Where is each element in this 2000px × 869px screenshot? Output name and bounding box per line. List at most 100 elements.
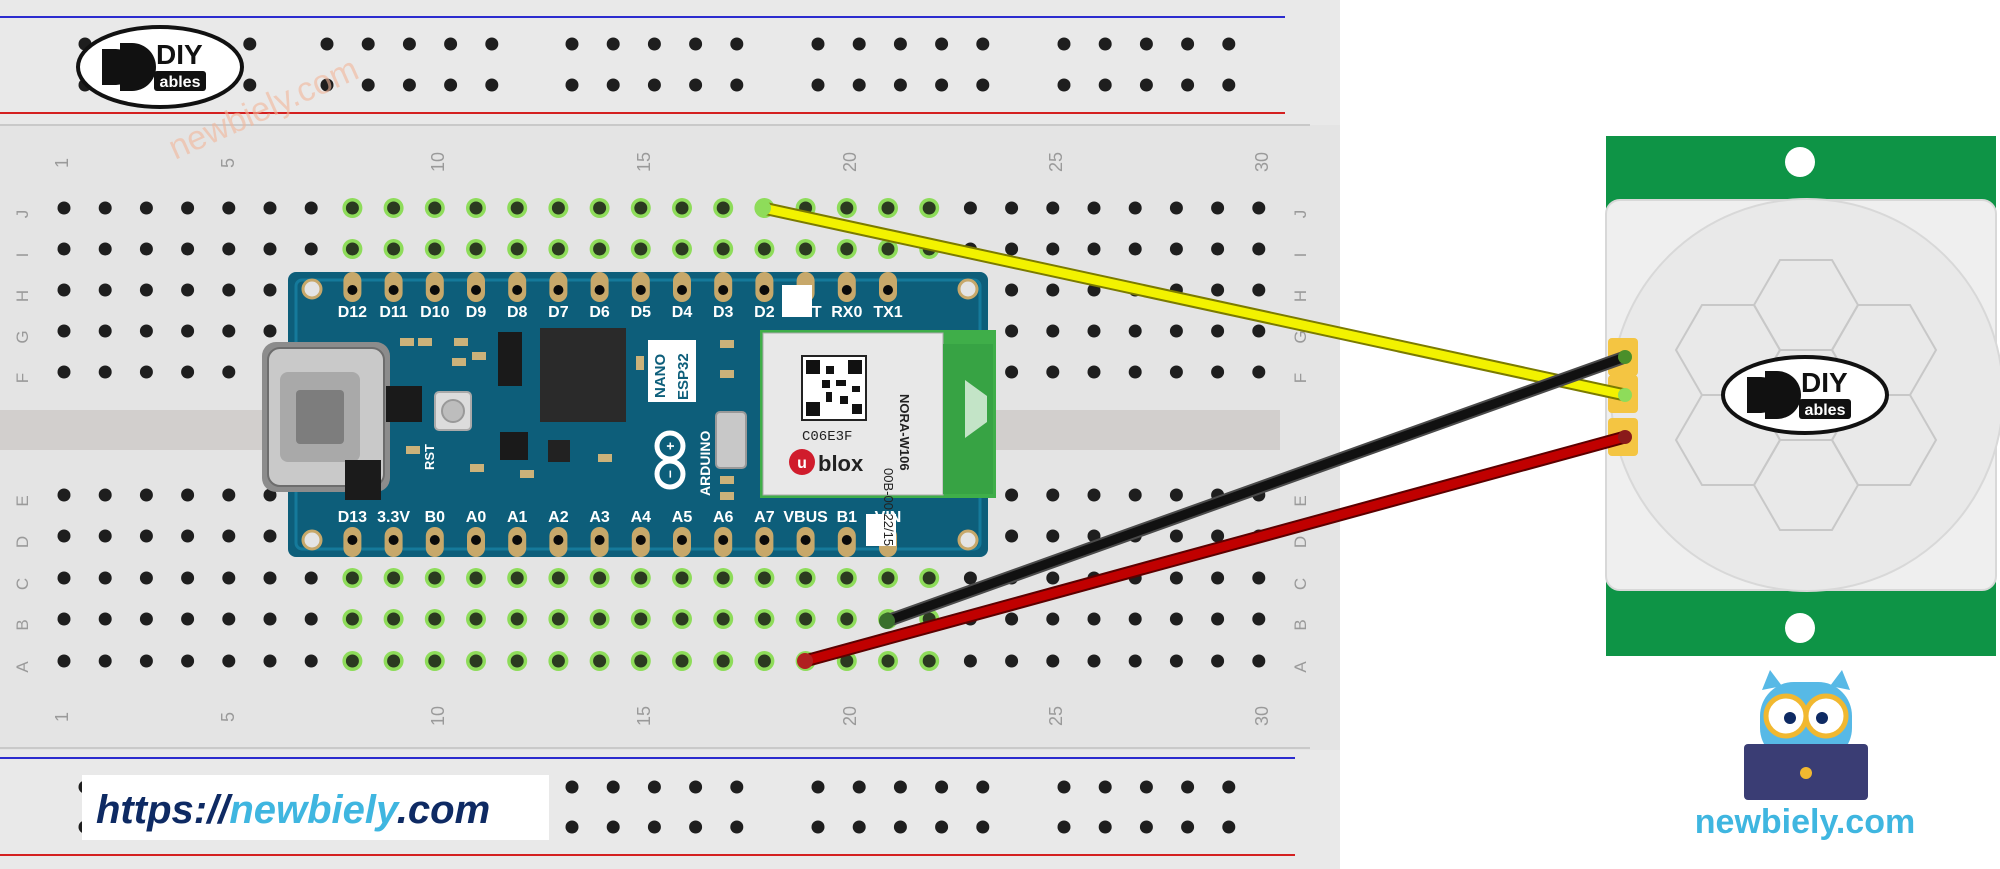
column-number: 30	[1252, 152, 1272, 172]
row-letter: B	[13, 619, 32, 630]
breadboard-hole	[922, 654, 936, 668]
arduino-label: ARDUINO	[697, 431, 713, 496]
pin-label: D13	[338, 509, 367, 526]
breadboard-hole	[263, 324, 277, 338]
breadboard-hole	[1128, 201, 1142, 215]
rail-hole	[320, 37, 334, 51]
rail-hole	[361, 78, 375, 92]
breadboard-hole	[1046, 529, 1060, 543]
breadboard-hole	[963, 201, 977, 215]
breadboard-hole	[1211, 571, 1225, 585]
pin-label: D10	[420, 304, 449, 321]
breadboard-hole	[139, 612, 153, 626]
pin-hole	[594, 535, 605, 545]
rail-hole	[1057, 78, 1071, 92]
breadboard-hole	[263, 283, 277, 297]
breadboard-hole	[139, 654, 153, 668]
pin-hole	[347, 535, 358, 545]
rail-hole	[1222, 780, 1236, 794]
rail-hole	[647, 780, 661, 794]
row-letter: G	[1291, 330, 1310, 343]
breadboard-hole	[840, 242, 854, 256]
module-line: 00B-00 22/15	[881, 468, 896, 546]
pin-label: A3	[589, 509, 610, 526]
breadboard-hole	[222, 324, 236, 338]
row-letter: D	[1291, 536, 1310, 548]
breadboard-hole	[263, 529, 277, 543]
breadboard-hole	[1252, 242, 1266, 256]
pin-hole	[429, 285, 440, 295]
signal-wire	[758, 203, 1630, 400]
breadboard-hole	[139, 571, 153, 585]
breadboard-hole	[757, 242, 771, 256]
breadboard-hole	[181, 201, 195, 215]
chip	[500, 432, 528, 460]
module-line: NORA-W106	[897, 394, 912, 471]
breadboard-hole	[345, 654, 359, 668]
breadboard-hole	[551, 654, 565, 668]
breadboard-hole	[1005, 612, 1019, 626]
row-letter: I	[1291, 253, 1310, 258]
rail-hole	[1139, 37, 1153, 51]
breadboard-hole	[1211, 612, 1225, 626]
lens-hex-pattern	[1674, 259, 1938, 531]
breadboard-hole	[1005, 529, 1019, 543]
pin-label: D12	[338, 304, 367, 321]
breadboard-hole	[387, 201, 401, 215]
breadboard-hole	[1005, 283, 1019, 297]
pin-label: B0	[425, 509, 446, 526]
row-letter: F	[13, 373, 32, 383]
pin-hole	[347, 285, 358, 295]
breadboard-hole	[222, 488, 236, 502]
logo-text: DIY	[156, 39, 203, 70]
breadboard-hole	[428, 242, 442, 256]
breadboard-hole	[387, 654, 401, 668]
breadboard-hole	[593, 612, 607, 626]
rail-hole	[811, 820, 825, 834]
rail-hole	[565, 780, 579, 794]
rail-hole	[1098, 820, 1112, 834]
rst-label: RST	[422, 444, 437, 470]
breadboard-hole	[1005, 201, 1019, 215]
arduino-nano-esp32: D12D11D10D9D8D7D6D5D4D3D2RSTRX0TX1 D133.…	[262, 272, 996, 557]
column-number: 10	[428, 706, 448, 726]
breadboard-hole	[593, 571, 607, 585]
pin-hole	[594, 285, 605, 295]
pin-label: D9	[466, 304, 487, 321]
breadboard-hole	[1169, 612, 1183, 626]
breadboard-hole	[1211, 324, 1225, 338]
breadboard-hole	[1252, 365, 1266, 379]
diyables-logo: DIY ables	[76, 25, 244, 109]
row-letter: F	[1291, 373, 1310, 383]
owl-mascot	[1744, 670, 1868, 800]
breadboard-hole	[757, 654, 771, 668]
pin-hole	[512, 285, 523, 295]
breadboard-hole	[428, 571, 442, 585]
rail-hole	[1057, 37, 1071, 51]
pin-label: A1	[507, 509, 528, 526]
breadboard-hole	[1211, 529, 1225, 543]
breadboard-hole	[469, 242, 483, 256]
ground-wire	[882, 352, 1630, 626]
rail-hole	[1181, 780, 1195, 794]
column-number: 25	[1046, 152, 1066, 172]
pin-label: A4	[631, 509, 652, 526]
row-letter: E	[13, 495, 32, 506]
breadboard-hole	[139, 242, 153, 256]
breadboard-hole	[1087, 242, 1101, 256]
breadboard-hole	[1252, 571, 1266, 585]
pin-label: VBUS	[783, 509, 828, 526]
breadboard-hole	[222, 612, 236, 626]
rail-hole	[647, 78, 661, 92]
breadboard-hole	[1169, 488, 1183, 502]
breadboard-hole	[1087, 654, 1101, 668]
breadboard-hole	[98, 365, 112, 379]
nano-label-bg	[648, 340, 696, 402]
breadboard-hole	[428, 201, 442, 215]
breadboard-hole	[181, 529, 195, 543]
pin-hole	[471, 285, 481, 295]
pin-label: B1	[837, 509, 858, 526]
column-numbers-top: 1 5 10 15 20 25 30	[52, 152, 1272, 172]
breadboard-hole	[181, 283, 195, 297]
